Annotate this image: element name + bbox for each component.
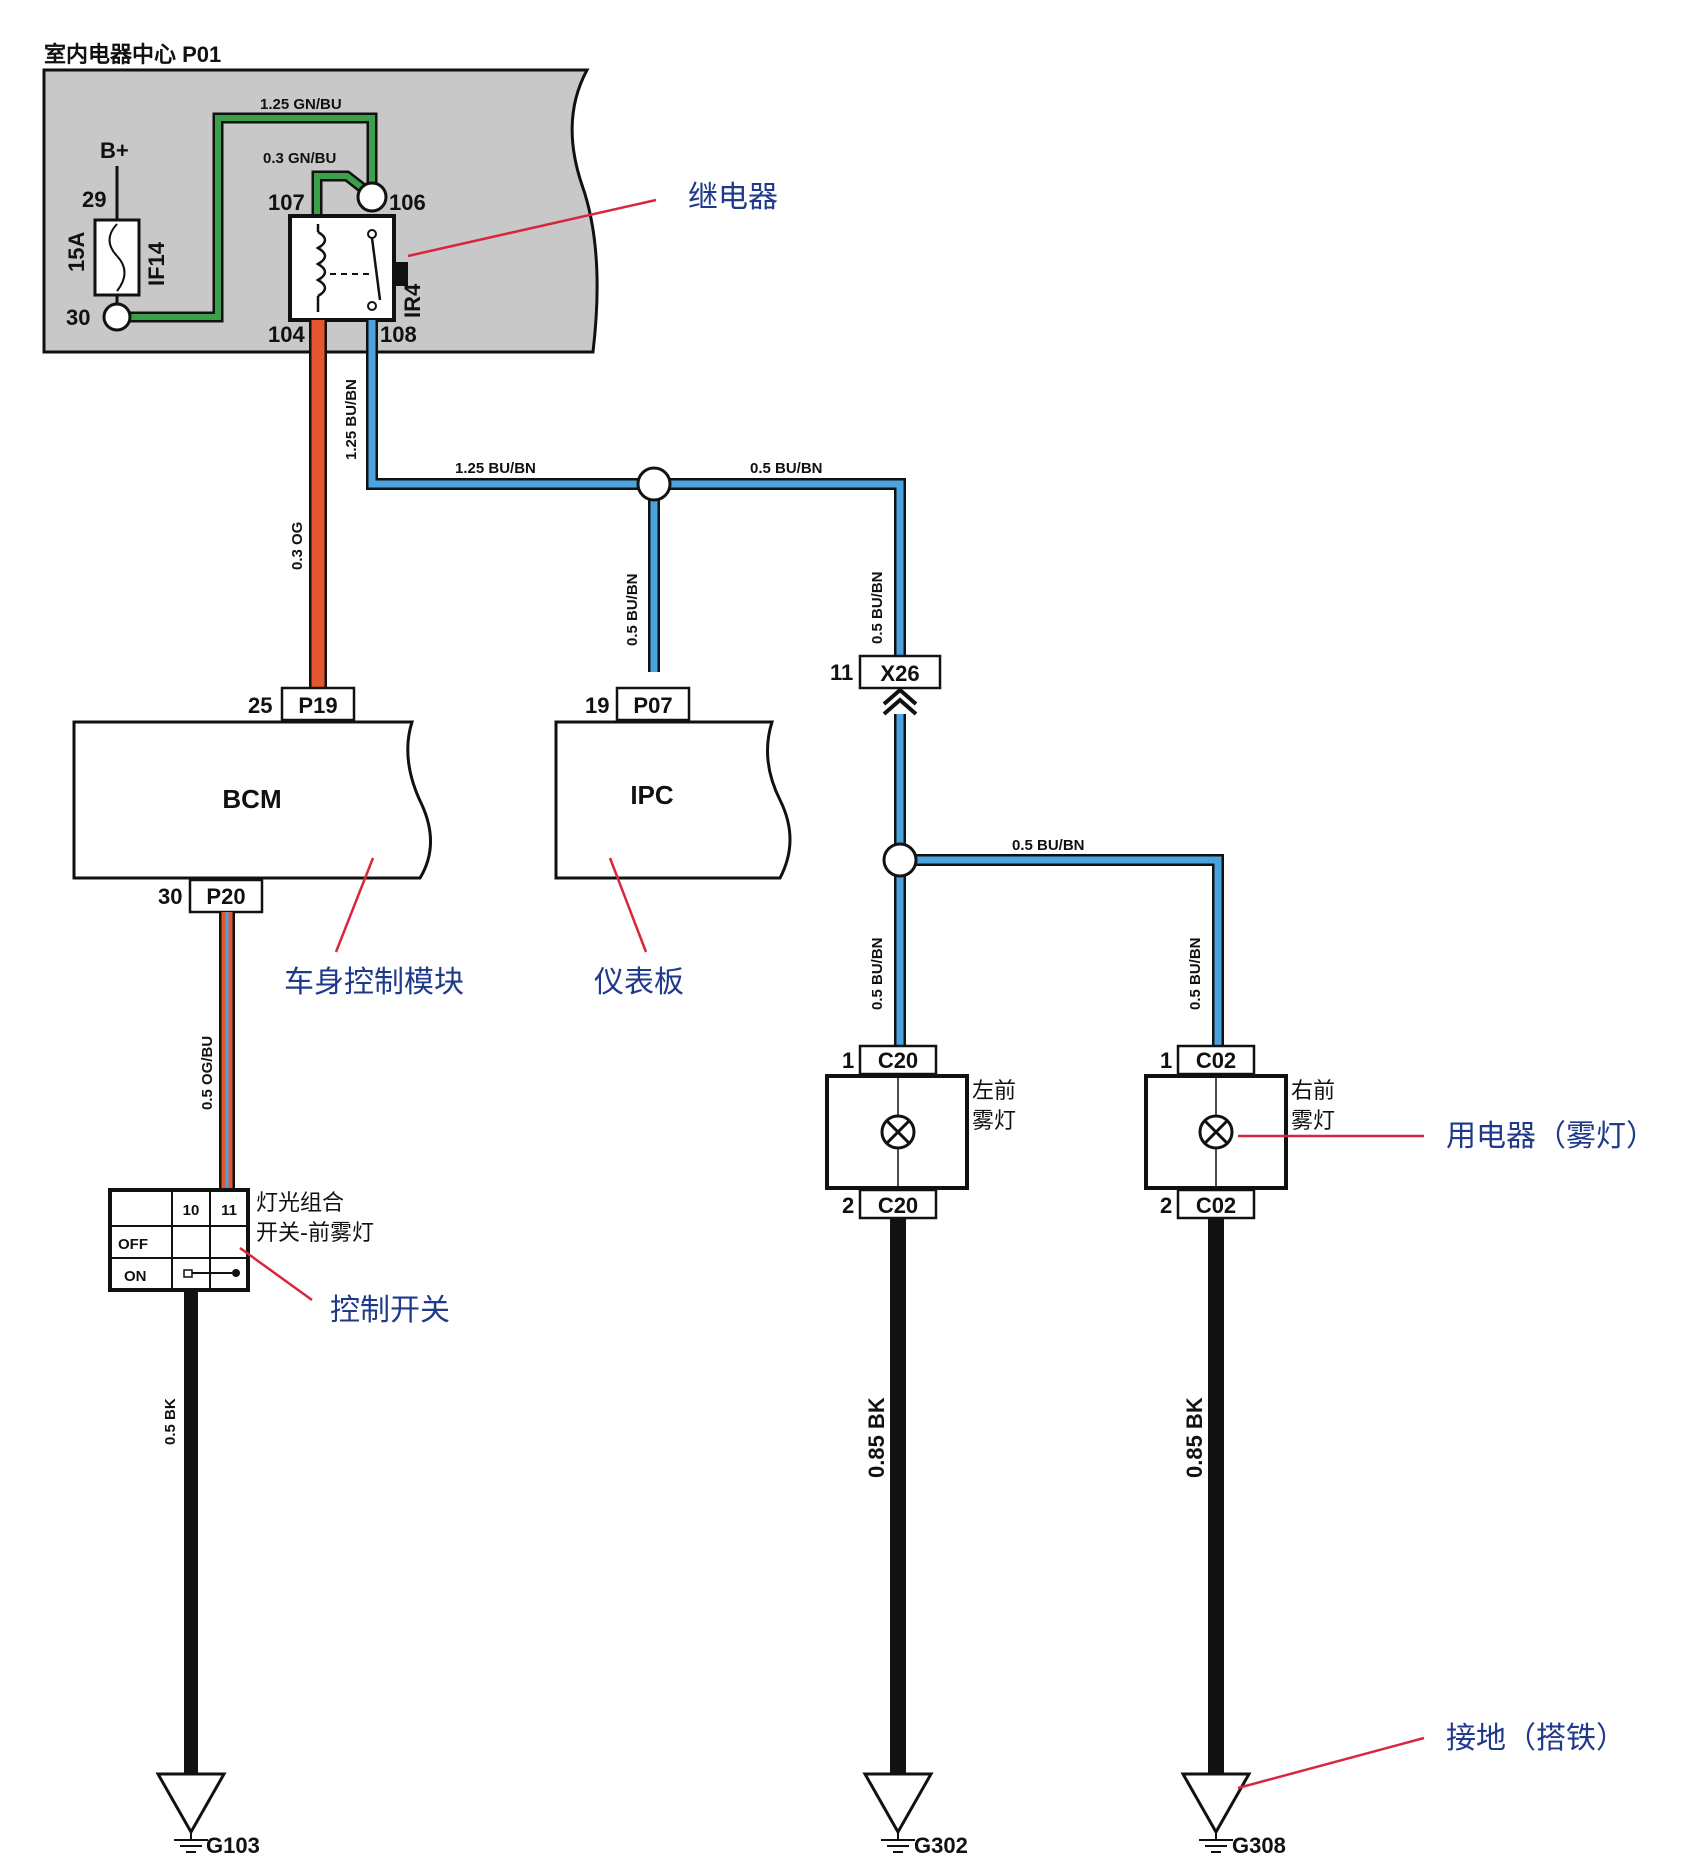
x26-connector-label: X26 bbox=[880, 661, 919, 686]
annotation-leaders bbox=[239, 198, 1425, 1790]
ground-icon bbox=[1180, 1772, 1252, 1853]
bcm-connector-out bbox=[188, 878, 264, 914]
ipc-pin: 19 bbox=[585, 693, 609, 718]
left-fog-lamp bbox=[825, 1074, 969, 1190]
wire-label-ipc-feed: 0.5 BU/BN bbox=[624, 573, 641, 646]
switch-row-on: ON bbox=[124, 1268, 147, 1285]
fuse-icon bbox=[93, 218, 141, 332]
right-lamp-connector-top bbox=[1176, 1044, 1256, 1076]
annotation-relay: 继电器 bbox=[688, 180, 778, 215]
panel-title: 室内电器中心 P01 bbox=[44, 42, 221, 67]
splice-top bbox=[636, 466, 672, 502]
fuse-rating: 15A bbox=[64, 232, 89, 272]
wire-label-bu-bn-horizontal: 1.25 BU/BN bbox=[455, 460, 536, 477]
b-plus-label: B+ bbox=[100, 138, 129, 163]
annotation-load: 用电器（雾灯） bbox=[1446, 1119, 1656, 1154]
wire-label-og: 0.3 OG bbox=[289, 522, 306, 570]
bcm-name: BCM bbox=[222, 784, 281, 814]
bcm-connector-out-label: P20 bbox=[206, 884, 245, 909]
wire-label-gn-bu-upper: 1.25 GN/BU bbox=[260, 96, 342, 113]
bu-bn-harness bbox=[366, 320, 906, 672]
right-lamp-connector-bottom-label: C02 bbox=[1196, 1193, 1236, 1218]
annotation-ipc: 仪表板 bbox=[594, 965, 684, 1000]
bcm-connector-in-label: P19 bbox=[298, 693, 337, 718]
wire-label-bu-bn-right: 0.5 BU/BN bbox=[750, 460, 823, 477]
left-lamp-connector-bottom bbox=[858, 1188, 938, 1220]
gn-bu-wire-lower bbox=[311, 170, 369, 215]
wire-label-branch: 0.5 BU/BN bbox=[1012, 837, 1085, 854]
annotation-switch: 控制开关 bbox=[330, 1293, 450, 1328]
bcm-module bbox=[72, 720, 432, 880]
wire-label-right-lamp-feed: 0.5 BU/BN bbox=[1187, 937, 1204, 1010]
splice-bottom bbox=[882, 842, 918, 878]
ipc-name: IPC bbox=[630, 780, 674, 810]
bcm-connector-in bbox=[280, 686, 356, 722]
switch-row-off: OFF bbox=[118, 1236, 148, 1253]
fuse-pin-top: 29 bbox=[82, 187, 106, 212]
wire-label-right-lamp-ground: 0.85 BK bbox=[1182, 1397, 1207, 1478]
left-lamp-connector-top-label: C20 bbox=[878, 1048, 918, 1073]
left-lamp-label-2: 雾灯 bbox=[972, 1109, 1016, 1134]
wire-label-switch-ground: 0.5 BK bbox=[162, 1398, 179, 1445]
ground-icon bbox=[155, 1772, 227, 1853]
ground-g308: G308 bbox=[1232, 1833, 1286, 1858]
ipc-connector bbox=[615, 686, 691, 722]
relay-icon bbox=[288, 214, 408, 322]
left-lamp-connector-bottom-label: C20 bbox=[878, 1193, 918, 1218]
wire-label-x26-feed: 0.5 BU/BN bbox=[869, 571, 886, 644]
lamp-bulb-icon bbox=[1198, 1078, 1234, 1186]
lamp-feed-harness bbox=[894, 714, 1224, 1046]
right-lamp-connector-top-label: C02 bbox=[1196, 1048, 1236, 1073]
bcm-pin-out: 30 bbox=[158, 884, 182, 909]
wire-label-left-lamp-feed: 0.5 BU/BN bbox=[869, 937, 886, 1010]
wire-label-og-bu: 0.5 OG/BU bbox=[199, 1036, 216, 1110]
left-lamp-label-1: 左前 bbox=[972, 1079, 1016, 1104]
wire-label-gn-bu-lower: 0.3 GN/BU bbox=[263, 150, 336, 167]
switch-label-2: 开关-前雾灯 bbox=[256, 1221, 374, 1246]
annotation-bcm: 车身控制模块 bbox=[284, 965, 464, 1000]
lamp-bulb-icon bbox=[880, 1078, 916, 1186]
inline-connector-chevron-icon bbox=[882, 687, 918, 716]
switch-col-11: 11 bbox=[221, 1202, 237, 1219]
relay-pin-108: 108 bbox=[380, 322, 417, 347]
right-lamp-pin-bottom: 2 bbox=[1160, 1193, 1172, 1218]
gn-bu-wire-upper bbox=[113, 112, 378, 323]
switch-contact-icon bbox=[183, 1269, 240, 1278]
fuse-id: IF14 bbox=[144, 241, 169, 286]
relay-pin-106: 106 bbox=[389, 190, 426, 215]
left-lamp-pin-bottom: 2 bbox=[842, 1193, 854, 1218]
left-lamp-pin-top: 1 bbox=[842, 1048, 854, 1073]
relay-pin-104: 104 bbox=[268, 322, 305, 347]
ground-g302: G302 bbox=[914, 1833, 968, 1858]
wire-label-bu-bn-vertical: 1.25 BU/BN bbox=[343, 379, 360, 460]
relay-id: IR4 bbox=[400, 283, 425, 318]
right-lamp-pin-top: 1 bbox=[1160, 1048, 1172, 1073]
annotation-ground: 接地（搭铁） bbox=[1446, 1721, 1626, 1756]
wire-label-left-lamp-ground: 0.85 BK bbox=[864, 1397, 889, 1478]
ground-g103: G103 bbox=[206, 1833, 260, 1858]
switch-col-10: 10 bbox=[183, 1202, 200, 1219]
switch-label-1: 灯光组合 bbox=[256, 1191, 344, 1216]
ipc-module bbox=[554, 720, 792, 880]
relay-terminal-106 bbox=[356, 181, 388, 213]
relay-pin-107: 107 bbox=[268, 190, 305, 215]
x26-pin: 11 bbox=[830, 660, 853, 685]
right-lamp-label-1: 右前 bbox=[1291, 1079, 1335, 1104]
ipc-connector-label: P07 bbox=[633, 693, 672, 718]
right-lamp-label-2: 雾灯 bbox=[1291, 1109, 1335, 1134]
fuse-pin-bottom: 30 bbox=[66, 305, 90, 330]
ground-icon bbox=[862, 1772, 934, 1853]
bcm-pin-in: 25 bbox=[248, 693, 272, 718]
